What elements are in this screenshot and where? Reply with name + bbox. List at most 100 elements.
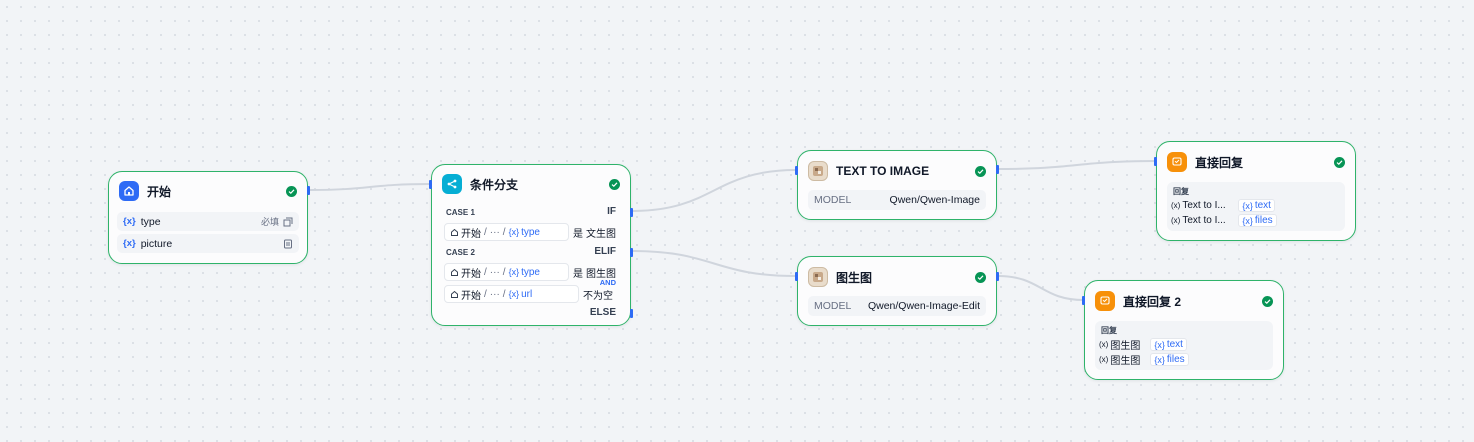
node-title: 图生图 xyxy=(836,270,873,285)
reply-line: (x) 图生图 {x}files xyxy=(1099,352,1269,367)
condition-value: 图生图 xyxy=(586,268,616,280)
file-type-icon xyxy=(284,239,292,248)
home-icon xyxy=(451,268,458,276)
output-handle[interactable] xyxy=(307,186,310,195)
condition-source: 开始 xyxy=(461,290,481,302)
logic-operator[interactable]: AND xyxy=(599,278,616,287)
node-answer-2[interactable]: 直接回复 2 回复 (x) 图生图 {x}text (x) 图生图 {x}fil… xyxy=(1082,280,1284,380)
node-if-else[interactable]: 条件分支 CASE 1 IF 开始 / ··· / {x} type 是 文生图… xyxy=(429,164,633,326)
reply-content[interactable]: 回复 (x) 图生图 {x}text (x) 图生图 {x}files xyxy=(1095,321,1273,370)
node-title: 直接回复 xyxy=(1195,155,1244,170)
reply-source: Text to I... xyxy=(1182,200,1226,211)
variable-icon: {x} xyxy=(1242,200,1253,211)
reply-content[interactable]: 回复 (x) Text to I... {x}text (x) Text to … xyxy=(1167,182,1345,231)
condition-source: 开始 xyxy=(461,268,481,280)
node-text-to-image[interactable]: TEXT TO IMAGE MODEL Qwen/Qwen-Image xyxy=(795,150,999,220)
node-image-to-image[interactable]: 图生图 MODEL Qwen/Qwen-Image-Edit xyxy=(795,256,999,326)
node-title: 条件分支 xyxy=(470,177,519,192)
variable-icon: {x} xyxy=(508,227,520,237)
edge-image-to-image-to-answer2[interactable] xyxy=(997,275,1085,301)
model-row[interactable]: MODEL Qwen/Qwen-Image-Edit xyxy=(808,296,986,316)
node-answer-1[interactable]: 直接回复 回复 (x) Text to I... {x}text (x) Tex… xyxy=(1154,141,1356,241)
condition-row[interactable]: 开始 / ··· / {x} url 不为空 xyxy=(444,285,619,303)
variable-icon: {x} xyxy=(123,238,136,249)
text-type-icon xyxy=(283,217,293,226)
condition-operator: 是 xyxy=(573,228,583,240)
variable-icon: {x} xyxy=(1242,215,1253,226)
variable-icon: {x} xyxy=(1154,339,1165,350)
input-handle[interactable] xyxy=(795,166,798,175)
condition-operator: 是 xyxy=(573,268,583,280)
home-icon xyxy=(451,290,458,298)
reply-line: (x) 图生图 {x}text xyxy=(1099,337,1269,352)
reply-var: files xyxy=(1254,215,1273,226)
var-row-type[interactable]: {x} type 必填 xyxy=(117,212,299,231)
variable-icon: {x} xyxy=(508,289,520,299)
reply-source: 图生图 xyxy=(1110,356,1141,367)
case2-label: CASE 2 xyxy=(446,248,475,257)
var-name: picture xyxy=(140,237,173,250)
output-handle[interactable] xyxy=(996,165,999,174)
model-thumbnail-icon xyxy=(808,161,828,181)
if-output-handle[interactable] xyxy=(630,208,633,217)
variable-marker-icon: (x) xyxy=(1099,340,1109,349)
input-handle[interactable] xyxy=(429,180,432,189)
condition-var: url xyxy=(521,288,533,300)
edge-text-to-image-to-answer[interactable] xyxy=(997,160,1157,170)
variable-marker-icon: (x) xyxy=(1171,216,1181,225)
reply-line: (x) Text to I... {x}text xyxy=(1171,198,1341,213)
required-tag: 必填 xyxy=(260,217,279,227)
model-label: MODEL xyxy=(814,194,852,206)
condition-operator: 不为空 xyxy=(583,290,613,302)
condition-value: 文生图 xyxy=(586,228,616,240)
condition-row[interactable]: 开始 / ··· / {x} type 是 文生图 xyxy=(444,223,619,241)
input-handle[interactable] xyxy=(1154,157,1157,166)
edge-elif-to-image-to-image[interactable] xyxy=(631,250,797,277)
reply-line: (x) Text to I... {x}files xyxy=(1171,213,1341,228)
input-handle[interactable] xyxy=(795,272,798,281)
node-start[interactable]: 开始 {x} type 必填 {x} picture xyxy=(108,171,310,264)
branch-icon xyxy=(442,174,462,194)
ellipsis: ··· xyxy=(489,266,500,278)
reply-icon xyxy=(1167,152,1187,172)
check-circle-icon xyxy=(286,185,297,197)
condition-source: 开始 xyxy=(461,228,481,240)
variable-icon: {x} xyxy=(508,267,520,277)
reply-source: Text to I... xyxy=(1182,215,1226,226)
else-keyword: ELSE xyxy=(589,307,616,318)
reply-var: files xyxy=(1166,354,1185,365)
model-thumbnail-icon xyxy=(808,267,828,287)
else-output-handle[interactable] xyxy=(630,309,633,318)
output-handle[interactable] xyxy=(996,272,999,281)
case1-keyword: IF xyxy=(607,206,616,217)
check-circle-icon xyxy=(1262,295,1273,307)
ellipsis: ··· xyxy=(489,226,500,238)
case1-label: CASE 1 xyxy=(446,208,475,217)
model-value: Qwen/Qwen-Image-Edit xyxy=(867,300,980,312)
reply-icon xyxy=(1095,291,1115,311)
reply-var: text xyxy=(1166,339,1183,350)
edge-start-to-branch[interactable] xyxy=(309,183,431,191)
home-icon xyxy=(451,228,458,236)
variable-icon: {x} xyxy=(1154,354,1165,365)
input-handle[interactable] xyxy=(1082,296,1085,305)
model-label: MODEL xyxy=(814,300,852,312)
node-title: TEXT TO IMAGE xyxy=(836,164,930,178)
check-circle-icon xyxy=(1334,156,1345,168)
condition-row[interactable]: 开始 / ··· / {x} type 是 图生图 xyxy=(444,263,619,281)
edge-if-to-text-to-image[interactable] xyxy=(631,169,797,212)
case2-keyword: ELIF xyxy=(594,246,616,257)
var-row-picture[interactable]: {x} picture xyxy=(117,234,299,253)
variable-icon: {x} xyxy=(123,216,136,227)
home-icon xyxy=(119,181,139,201)
check-circle-icon xyxy=(975,165,986,177)
check-circle-icon xyxy=(609,178,620,190)
condition-var: type xyxy=(521,226,540,238)
variable-marker-icon: (x) xyxy=(1171,201,1181,210)
reply-label: 回复 xyxy=(1101,326,1117,335)
node-title: 直接回复 2 xyxy=(1123,294,1182,309)
elif-output-handle[interactable] xyxy=(630,248,633,257)
model-row[interactable]: MODEL Qwen/Qwen-Image xyxy=(808,190,986,210)
check-circle-icon xyxy=(975,271,986,283)
